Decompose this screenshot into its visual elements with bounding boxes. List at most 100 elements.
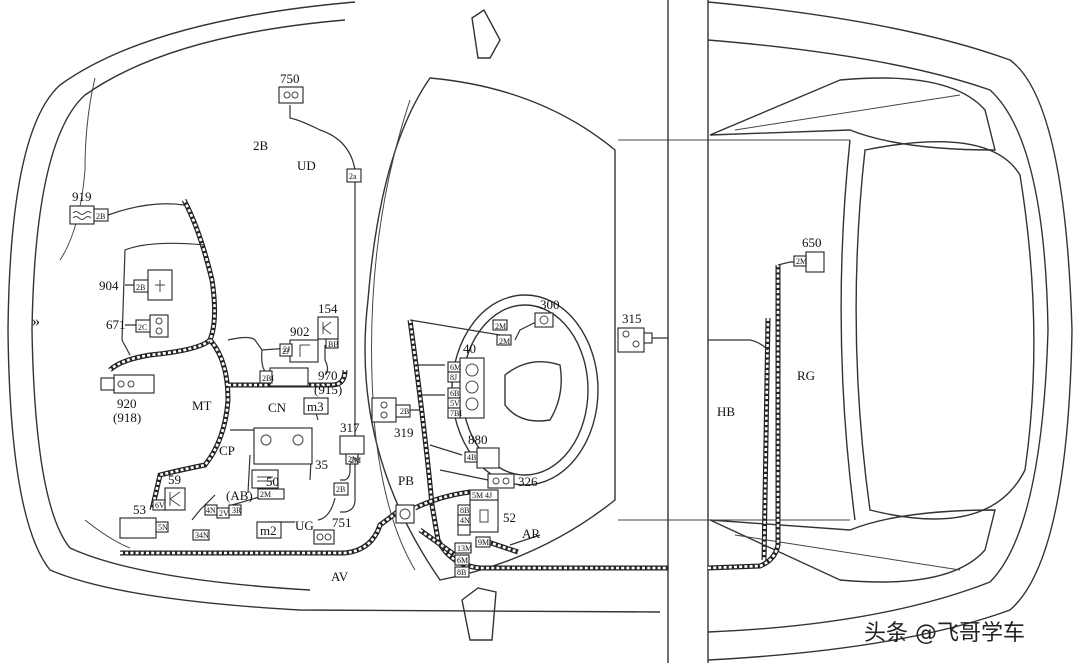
label-mt: MT: [192, 398, 212, 413]
component-50: 50: [251, 469, 285, 500]
label-cp: CP: [219, 443, 235, 458]
component-902: 902: [279, 324, 319, 363]
label-53: 53: [133, 502, 146, 517]
label-315: 315: [622, 311, 642, 326]
connector-tag: 6V: [155, 501, 165, 510]
component-relay-block: [192, 504, 242, 541]
component-battery: 35 CP: [219, 427, 328, 472]
label-pb: PB: [398, 473, 414, 488]
connector-tag: 2C: [138, 323, 147, 332]
label-317: 317: [340, 420, 360, 435]
connector-tag: 2J: [282, 347, 289, 356]
component-315: 315: [617, 311, 653, 353]
connector-tag: 2V: [219, 509, 229, 518]
connector-tag: 2BI: [262, 374, 274, 383]
label-rg: RG: [797, 368, 815, 383]
label-59: 59: [168, 472, 181, 487]
arrow-icon: »: [32, 313, 40, 330]
label-hb: HB: [717, 404, 735, 419]
component-300: 300: [492, 297, 560, 346]
label-cn: CN: [268, 400, 287, 415]
component-919: 919: [69, 189, 109, 225]
connector-tag: 4J: [485, 491, 492, 500]
label-970: 970: [318, 368, 338, 383]
label-av: AV: [331, 569, 349, 584]
svg-text:2a: 2a: [349, 172, 357, 181]
connector-tag: BB: [328, 340, 339, 349]
label-ar: AR: [522, 526, 540, 541]
component-stalk-connectors: [454, 536, 491, 578]
label-919: 919: [72, 189, 92, 204]
component-m3: m3: [303, 397, 329, 415]
label-650: 650: [802, 235, 822, 250]
component-319: 319: [371, 397, 414, 440]
label-ug: UG: [295, 518, 314, 533]
connector-tag: 8J: [450, 373, 457, 382]
connector-tag: 6M: [450, 363, 461, 372]
label-52: 52: [503, 510, 516, 525]
connector-tag: 4B: [467, 453, 476, 462]
connector-tag: 5V: [450, 399, 460, 408]
component-880: 880: [464, 432, 500, 469]
connector-tag: 2M: [796, 257, 807, 266]
component-40: 40: [447, 341, 485, 419]
connector-tag: 2M: [499, 337, 510, 346]
component-750: 750: [278, 71, 304, 104]
connector-tag: 13M: [457, 544, 472, 553]
component-59: 59: [152, 472, 186, 511]
connector-tag: 2J: [283, 345, 290, 354]
connector-tag: 6M: [457, 556, 468, 565]
label-300: 300: [540, 297, 560, 312]
label-920: 920: [117, 396, 137, 411]
label-751: 751: [332, 515, 352, 530]
component-671: 671: [106, 314, 169, 338]
connector-tag: 2M: [348, 455, 359, 464]
connector-tag: 2B: [136, 283, 145, 292]
label-902: 902: [290, 324, 310, 339]
component-52: 52: [457, 489, 516, 536]
label-35: 35: [315, 457, 328, 472]
label-2b: 2B: [253, 138, 269, 153]
label-319: 319: [394, 425, 414, 440]
label-671: 671: [106, 317, 126, 332]
svg-text:m2: m2: [260, 523, 277, 538]
component-53: 53: [119, 502, 169, 539]
label-154: 154: [318, 301, 338, 316]
connector-tag: 4N: [460, 516, 470, 525]
component-326: 326: [487, 473, 538, 489]
connector-tag: 2M: [495, 322, 506, 331]
label-ab: (AB): [226, 488, 253, 503]
label-326: 326: [518, 474, 538, 489]
watermark: 头条 @飞哥学车: [864, 621, 1025, 646]
connector-tag: 9M: [478, 538, 489, 547]
connector-tag: 5N: [158, 523, 168, 532]
connector-tag: 8B: [457, 568, 466, 577]
car-body-outline: [7, 0, 1073, 663]
label-ud: UD: [297, 158, 316, 173]
label-915: (915): [314, 382, 342, 397]
svg-text:m3: m3: [307, 399, 324, 414]
connector-tag: 2B: [400, 407, 409, 416]
component-904: 904: [99, 269, 173, 301]
connector-tag: 4N: [206, 506, 216, 515]
component-970: 970 (915): [259, 367, 342, 397]
connector-tag: 2B: [336, 485, 345, 494]
component-pb: PB: [395, 473, 415, 524]
connector-tag: 8B: [460, 506, 469, 515]
label-904: 904: [99, 278, 119, 293]
component-154: 154: [317, 301, 339, 349]
connector-2a: 2a: [346, 168, 362, 183]
label-880: 880: [468, 432, 488, 447]
connector-tag: 2B: [96, 212, 105, 221]
component-920: 920 (918): [100, 374, 155, 425]
component-751: UG 751: [295, 515, 352, 545]
connector-tag: 5M: [472, 491, 483, 500]
connector-tag: 34N: [195, 531, 209, 540]
label-918: (918): [113, 410, 141, 425]
label-50: 50: [266, 474, 279, 489]
component-m2: m2: [256, 521, 282, 539]
label-750: 750: [280, 71, 300, 86]
